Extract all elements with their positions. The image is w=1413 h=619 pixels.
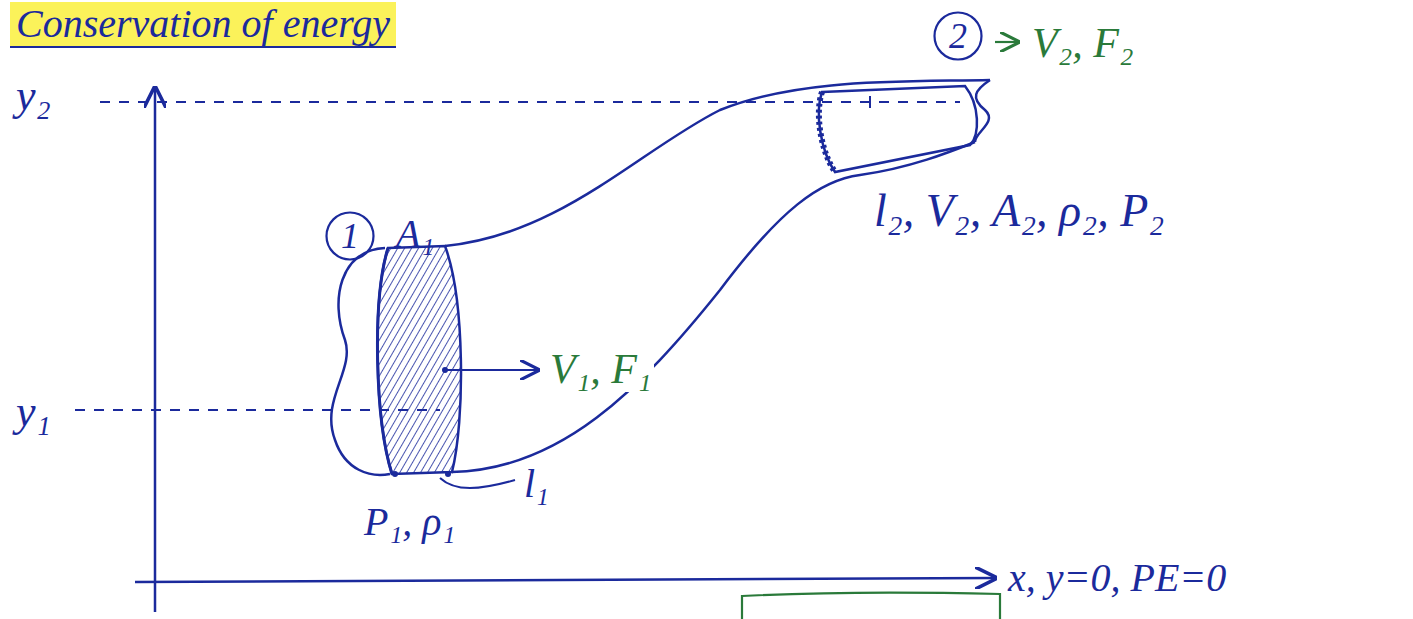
length-dot xyxy=(445,471,451,477)
length-label: l₁ xyxy=(522,462,551,506)
fluid-slab-1 xyxy=(377,246,461,474)
y2-level-line xyxy=(100,101,960,103)
area-label: A₁ xyxy=(394,212,436,256)
x-axis xyxy=(135,578,995,582)
axis-note: x, y=0, PE=0 xyxy=(1006,556,1228,600)
circle-outline xyxy=(327,213,374,260)
y-axis xyxy=(154,88,157,612)
circled-number-text: 1 xyxy=(341,218,359,254)
velocity-force-label: V₂, F₂ xyxy=(1030,20,1136,66)
leader-line xyxy=(440,478,515,488)
state-label: l₂, V₂, A₂, ρ₂, P₂ xyxy=(872,186,1166,237)
pressure-density-label: P₁, ρ₁ xyxy=(362,500,457,544)
pipe-right-end xyxy=(975,80,990,142)
axis-label: y₂ xyxy=(14,72,53,120)
equation-box xyxy=(742,593,1000,619)
velocity-arrow-2 xyxy=(995,41,1018,43)
circled-number-text: 2 xyxy=(949,18,967,54)
axis-label: y₁ xyxy=(14,388,53,436)
fluid-slab-2 xyxy=(819,86,977,172)
velocity-arrow-1 xyxy=(445,369,538,371)
circled-number: 2 xyxy=(933,11,983,61)
title: Conservation of energy xyxy=(10,2,396,48)
slab-face-2 xyxy=(819,92,835,172)
velocity-force-label: V₁, F₁ xyxy=(548,346,654,392)
slab-mark-2 xyxy=(869,96,871,108)
slab-face-1 xyxy=(377,248,392,474)
circle-outline xyxy=(935,13,982,60)
circled-number: 1 xyxy=(325,211,375,261)
length-dot xyxy=(392,471,398,477)
